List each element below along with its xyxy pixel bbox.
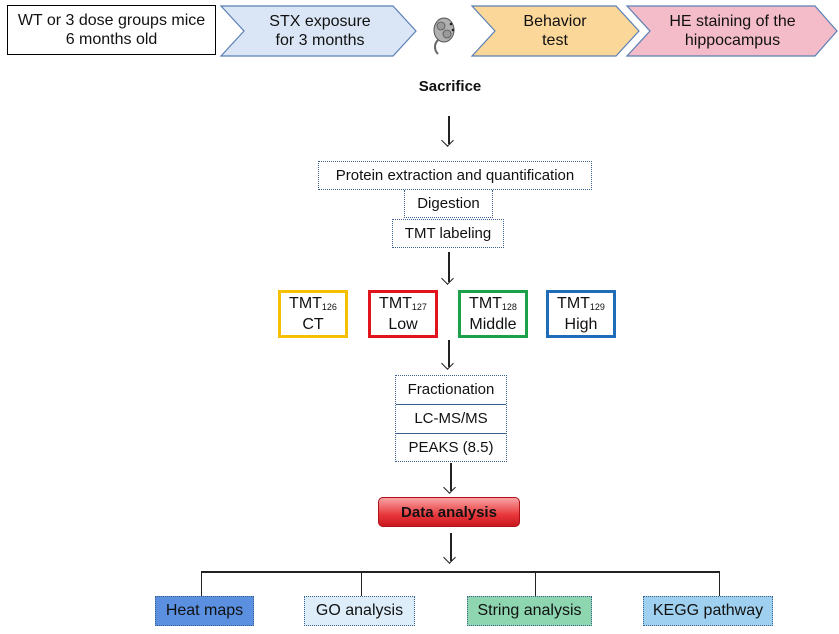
prep-step-tmt-labeling: TMT labeling (392, 219, 504, 248)
step-stx-exposure: STX exposure for 3 months (240, 10, 400, 52)
branch-line-heat-maps (201, 571, 203, 596)
branch-horizontal-line (201, 571, 720, 573)
step-stx-line2: for 3 months (275, 32, 365, 49)
arrow-down-2 (448, 252, 450, 282)
tmt-tag: TMT128 (469, 294, 517, 312)
chevron-he-staining (625, 5, 838, 57)
chevron-behavior-test (470, 5, 640, 57)
step-stx-line1: STX exposure (269, 13, 371, 30)
tmt-group-middle: TMT128 Middle (458, 290, 528, 338)
tmt-tag: TMT129 (557, 294, 605, 312)
tmt-tag: TMT126 (289, 294, 337, 312)
output-string-analysis: String analysis (467, 596, 592, 626)
start-box: WT or 3 dose groups mice 6 months old (7, 5, 216, 55)
arrow-down-4 (450, 463, 452, 491)
output-go-analysis: GO analysis (304, 596, 415, 626)
data-analysis-box: Data analysis (378, 497, 520, 527)
tmt-tag: TMT127 (379, 294, 427, 312)
chevron-stx-exposure (219, 5, 417, 57)
arrow-down-1 (448, 116, 450, 144)
step-he-line2: hippocampus (684, 32, 781, 49)
prep-step-digestion: Digestion (404, 190, 493, 218)
arrow-down-5 (450, 533, 452, 561)
branch-line-kegg-pathway (719, 571, 721, 596)
mouse-icon (433, 17, 455, 55)
arrow-down-3 (448, 340, 450, 367)
step-behavior-line1: Behavior (523, 13, 587, 30)
ms-steps-box: Fractionation LC-MS/MS PEAKS (8.5) (395, 375, 507, 462)
tmt-label: CT (302, 315, 324, 333)
ms-step-lcmsms: LC-MS/MS (396, 405, 506, 434)
branch-line-go-analysis (361, 571, 363, 596)
step-behavior-line2: test (542, 32, 568, 49)
start-box-line2: 6 months old (65, 31, 158, 48)
sacrifice-label: Sacrifice (418, 77, 482, 95)
prep-step-protein-extraction: Protein extraction and quantification (318, 161, 592, 190)
start-box-line1: WT or 3 dose groups mice (17, 12, 206, 29)
tmt-label: Middle (469, 315, 517, 333)
output-kegg-pathway: KEGG pathway (643, 596, 773, 626)
step-he-line1: HE staining of the (669, 13, 796, 30)
tmt-label: Low (388, 315, 418, 333)
branch-line-string-analysis (535, 571, 537, 596)
step-behavior-test: Behavior test (490, 10, 620, 52)
tmt-group-ct: TMT126 CT (278, 290, 348, 338)
ms-step-fractionation: Fractionation (396, 376, 506, 405)
step-he-staining: HE staining of the hippocampus (645, 10, 820, 52)
top-chevrons (219, 5, 838, 57)
tmt-label: High (564, 315, 598, 333)
ms-step-peaks: PEAKS (8.5) (408, 439, 494, 456)
tmt-group-high: TMT129 High (546, 290, 616, 338)
output-heat-maps: Heat maps (155, 596, 254, 626)
tmt-group-low: TMT127 Low (368, 290, 438, 338)
